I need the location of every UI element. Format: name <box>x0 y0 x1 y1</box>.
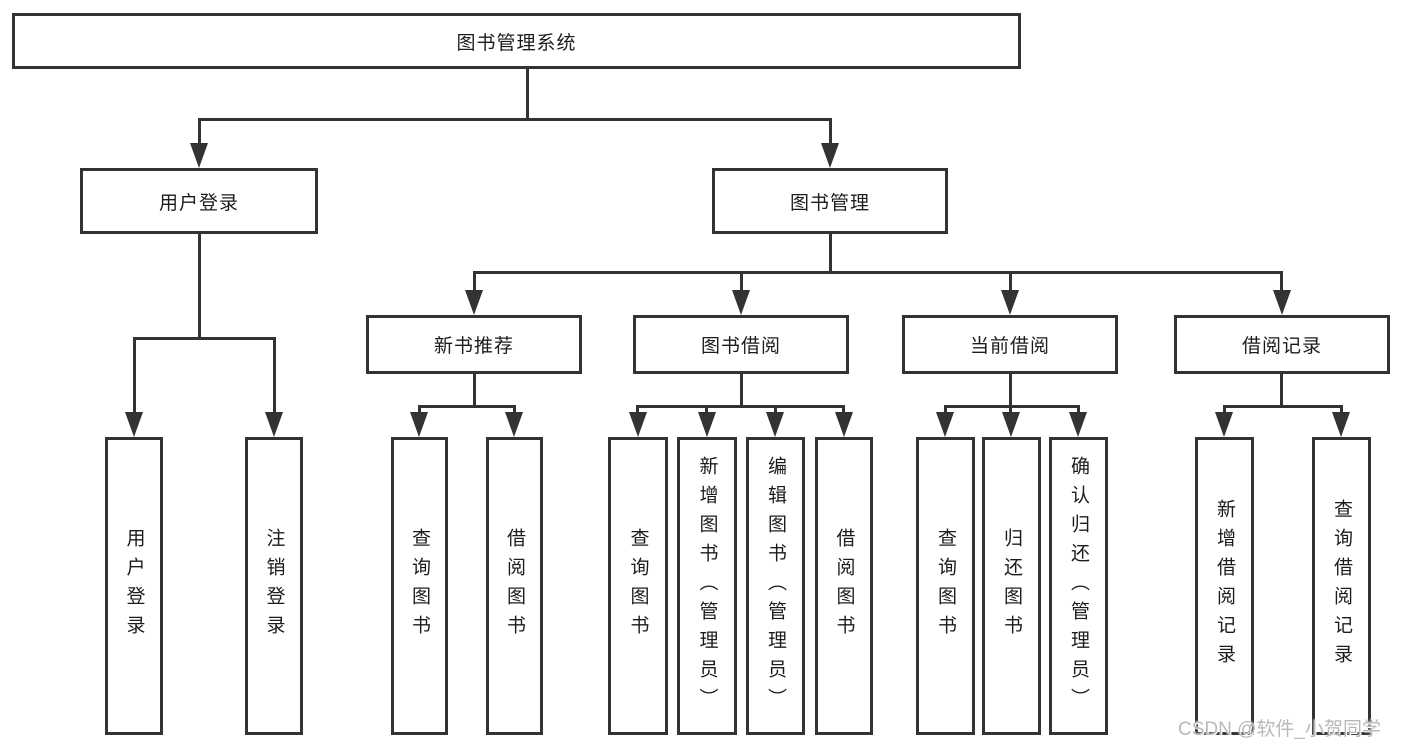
leaf-borrow-books-recommend: 借阅图书 <box>486 437 543 735</box>
leaf-query-books-current: 查询图书 <box>916 437 975 735</box>
node-label: 注销登录 <box>263 528 285 644</box>
leaf-return-books: 归还图书 <box>982 437 1041 735</box>
arrow-down-icon <box>1332 412 1350 437</box>
arrow-down-icon <box>835 412 853 437</box>
connector-line <box>1009 408 1012 414</box>
leaf-add-borrow-record: 新增借阅记录 <box>1195 437 1254 735</box>
arrow-down-icon <box>1273 290 1291 315</box>
arrow-down-icon <box>766 412 784 437</box>
node-book-management: 图书管理 <box>712 168 948 234</box>
node-label: 图书借阅 <box>700 336 781 357</box>
arrow-down-icon <box>190 143 208 168</box>
node-label: 编辑图书（管理员） <box>765 455 786 717</box>
leaf-confirm-return-admin: 确认归还（管理员） <box>1049 437 1108 735</box>
node-label: 归还图书 <box>1001 528 1022 644</box>
node-label: 借阅记录 <box>1241 336 1322 357</box>
node-label: 新书推荐 <box>433 336 514 357</box>
node-book-borrow: 图书借阅 <box>633 315 849 374</box>
connector-line <box>418 405 516 408</box>
connector-line <box>133 340 136 414</box>
leaf-logout-login: 注销登录 <box>245 437 303 735</box>
node-label: 借阅图书 <box>833 528 855 644</box>
connector-line <box>774 408 777 414</box>
connector-line <box>740 274 743 292</box>
node-label: 新增借阅记录 <box>1214 499 1235 673</box>
arrow-down-icon <box>936 412 954 437</box>
leaf-query-borrow-record: 查询借阅记录 <box>1312 437 1371 735</box>
connector-line <box>198 118 832 121</box>
arrow-down-icon <box>265 412 283 437</box>
leaf-query-books-borrow: 查询图书 <box>608 437 668 735</box>
arrow-down-icon <box>410 412 428 437</box>
connector-line <box>636 408 639 414</box>
arrow-down-icon <box>1002 412 1020 437</box>
connector-line <box>842 408 845 414</box>
arrow-down-icon <box>629 412 647 437</box>
node-library-system: 图书管理系统 <box>12 13 1021 69</box>
arrow-down-icon <box>1215 412 1233 437</box>
node-label: 用户登录 <box>123 528 145 644</box>
node-label: 图书管理 <box>789 192 870 214</box>
connector-line <box>513 408 516 414</box>
connector-line <box>198 234 201 338</box>
arrow-down-icon <box>821 143 839 168</box>
connector-line <box>1077 408 1080 414</box>
connector-line <box>944 408 947 414</box>
leaf-query-books-recommend: 查询图书 <box>391 437 448 735</box>
node-new-book-recommend: 新书推荐 <box>366 315 582 374</box>
node-label: 查询图书 <box>627 528 649 644</box>
arrow-down-icon <box>1069 412 1087 437</box>
node-label: 借阅图书 <box>504 528 525 644</box>
connector-line <box>636 405 845 408</box>
connector-line <box>740 374 743 405</box>
arrow-down-icon <box>125 412 143 437</box>
node-label: 确认归还（管理员） <box>1068 455 1089 717</box>
leaf-edit-books-admin: 编辑图书（管理员） <box>746 437 805 735</box>
node-label: 查询图书 <box>409 528 430 644</box>
arrow-down-icon <box>698 412 716 437</box>
node-label: 当前借阅 <box>969 336 1050 357</box>
node-borrow-records: 借阅记录 <box>1174 315 1390 374</box>
connector-line <box>473 274 476 292</box>
node-label: 图书管理系统 <box>456 32 577 54</box>
connector-line <box>473 271 1283 274</box>
connector-line <box>1340 408 1343 414</box>
leaf-user-login: 用户登录 <box>105 437 163 735</box>
leaf-borrow-books: 借阅图书 <box>815 437 873 735</box>
arrow-down-icon <box>1001 290 1019 315</box>
node-user-login: 用户登录 <box>80 168 318 234</box>
leaf-add-books-admin: 新增图书（管理员） <box>677 437 737 735</box>
arrow-down-icon <box>505 412 523 437</box>
connector-line <box>418 408 421 414</box>
connector-line <box>198 121 201 146</box>
node-current-borrow: 当前借阅 <box>902 315 1118 374</box>
connector-line <box>944 405 1080 408</box>
connector-line <box>526 69 529 118</box>
connector-line <box>133 337 276 340</box>
connector-line <box>473 374 476 405</box>
csdn-watermark: CSDN @软件_小贺同学 <box>1178 719 1381 740</box>
arrow-down-icon <box>732 290 750 315</box>
node-label: 用户登录 <box>158 192 239 214</box>
node-label: 查询借阅记录 <box>1331 499 1352 673</box>
connector-line <box>705 408 708 414</box>
arrow-down-icon <box>465 290 483 315</box>
connector-line <box>1009 274 1012 292</box>
node-label: 新增图书（管理员） <box>696 455 718 717</box>
connector-line <box>829 234 832 272</box>
connector-line <box>1280 274 1283 292</box>
connector-line <box>1009 374 1012 405</box>
connector-line <box>829 121 832 146</box>
node-label: 查询图书 <box>935 528 956 644</box>
connector-line <box>273 340 276 414</box>
connector-line <box>1223 408 1226 414</box>
connector-line <box>1223 405 1343 408</box>
connector-line <box>1280 374 1283 405</box>
